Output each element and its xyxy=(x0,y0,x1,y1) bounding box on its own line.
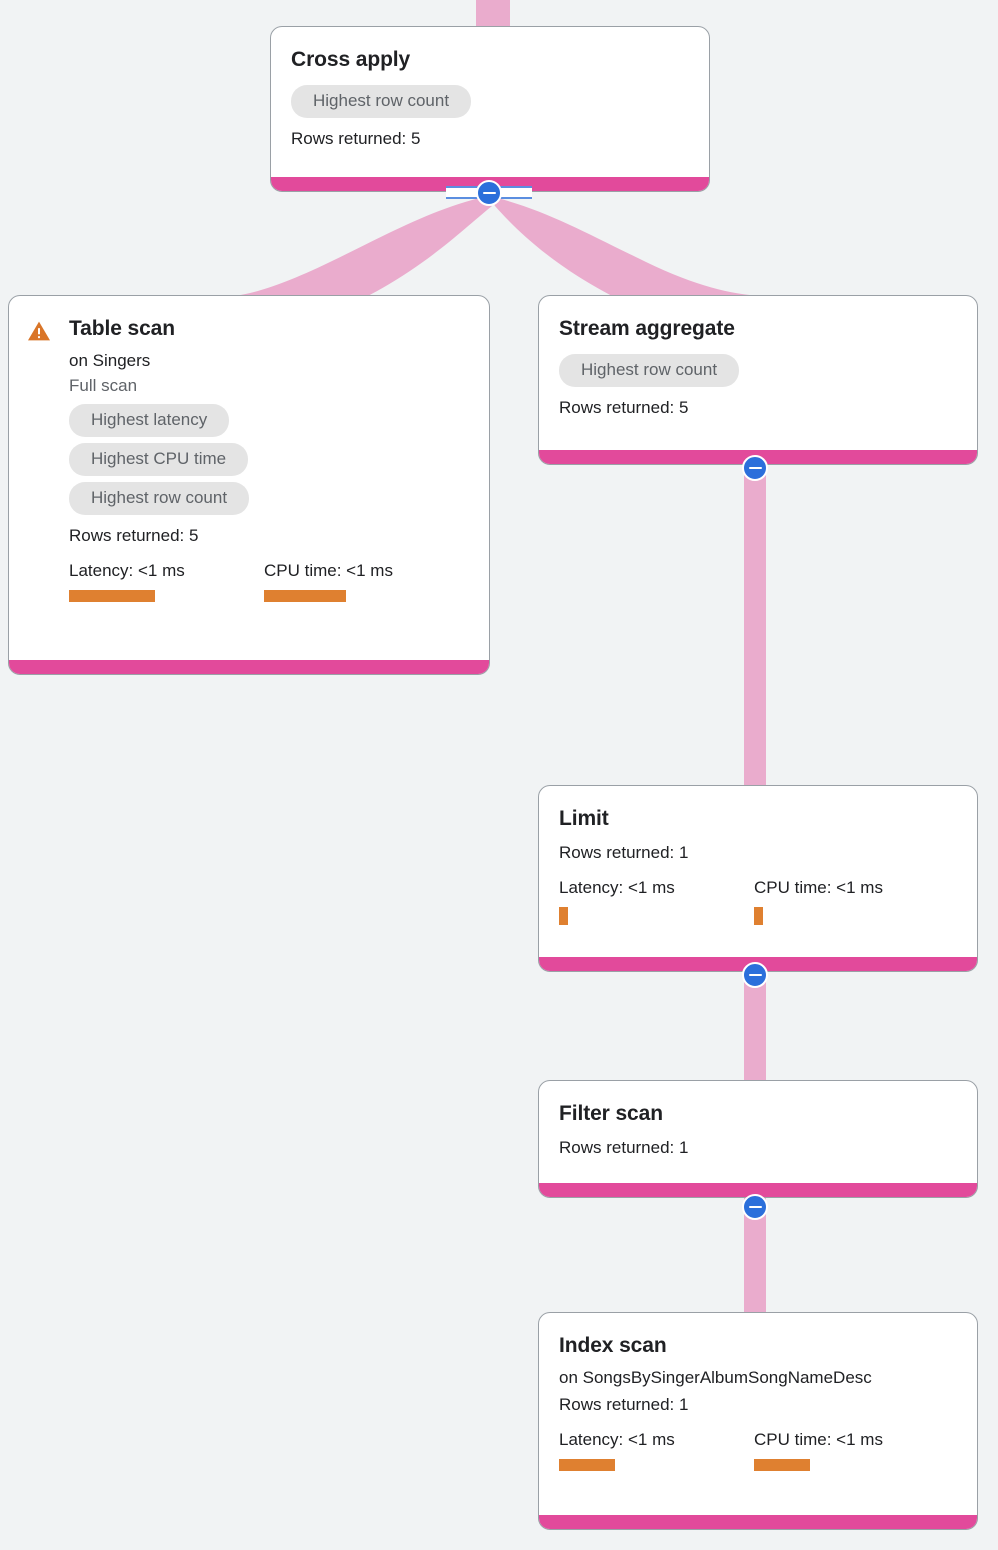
node-title: Filter scan xyxy=(559,1102,663,1125)
metric-cpu-time: CPU time: <1 ms xyxy=(754,877,883,925)
metric-cpu-time-bar xyxy=(754,1459,810,1471)
node-rows-returned: Rows returned: 1 xyxy=(559,1138,689,1157)
node-filter-scan[interactable]: Filter scan Rows returned: 1 xyxy=(538,1080,978,1198)
node-stream-aggregate[interactable]: Stream aggregate Highest row count Rows … xyxy=(538,295,978,465)
node-metrics: Latency: <1 ms CPU time: <1 ms xyxy=(69,560,469,602)
metric-cpu-time: CPU time: <1 ms xyxy=(264,560,393,602)
node-metrics: Latency: <1 ms CPU time: <1 ms xyxy=(559,877,883,925)
node-rows-returned: Rows returned: 1 xyxy=(559,1395,689,1414)
chip-highest-row-count: Highest row count xyxy=(559,354,740,387)
node-index-scan-body: Index scan on SongsBySingerAlbumSongName… xyxy=(539,1313,977,1515)
metric-cpu-time: CPU time: <1 ms xyxy=(754,1429,883,1471)
node-rows-returned: Rows returned: 1 xyxy=(559,843,689,862)
metric-latency: Latency: <1 ms xyxy=(559,877,754,925)
node-table-scan-content: Table scan on Singers Full scan Highest … xyxy=(69,316,469,602)
node-stream-aggregate-content: Stream aggregate Highest row count Rows … xyxy=(559,316,740,440)
node-title: Limit xyxy=(559,807,609,830)
node-index-scan-content: Index scan on SongsBySingerAlbumSongName… xyxy=(559,1333,883,1505)
metric-cpu-time-label: CPU time: <1 ms xyxy=(754,1430,883,1449)
node-filter-scan-content: Filter scan Rows returned: 1 xyxy=(559,1101,688,1173)
node-title: Cross apply xyxy=(291,48,411,71)
warning-triangle-icon xyxy=(28,321,50,341)
node-metrics: Latency: <1 ms CPU time: <1 ms xyxy=(559,1429,883,1471)
node-subtitle: on SongsBySingerAlbumSongNameDesc xyxy=(559,1368,872,1387)
node-table-scan-body: Table scan on Singers Full scan Highest … xyxy=(9,296,489,660)
warning-icon-wrap xyxy=(27,316,69,342)
node-stream-aggregate-body: Stream aggregate Highest row count Rows … xyxy=(539,296,977,450)
metric-latency-bar xyxy=(559,907,568,925)
node-cross-apply[interactable]: Cross apply Highest row count Rows retur… xyxy=(270,26,710,192)
node-title: Stream aggregate xyxy=(559,317,735,340)
collapse-toggle-filter-scan[interactable] xyxy=(742,1194,768,1220)
node-footer-bar xyxy=(539,1515,977,1529)
collapse-toggle-limit[interactable] xyxy=(742,962,768,988)
metric-cpu-time-bar xyxy=(754,907,763,925)
chip-highest-row-count: Highest row count xyxy=(69,482,250,515)
node-title: Table scan xyxy=(69,317,175,340)
node-subtitle: on Singers xyxy=(69,351,151,370)
metric-cpu-time-label: CPU time: <1 ms xyxy=(264,561,393,580)
node-rows-returned: Rows returned: 5 xyxy=(559,398,689,417)
node-index-scan[interactable]: Index scan on SongsBySingerAlbumSongName… xyxy=(538,1312,978,1530)
node-footer-bar xyxy=(539,1183,977,1197)
node-filter-scan-body: Filter scan Rows returned: 1 xyxy=(539,1081,977,1183)
chip-highest-row-count: Highest row count xyxy=(291,85,472,118)
node-limit[interactable]: Limit Rows returned: 1 Latency: <1 ms CP… xyxy=(538,785,978,972)
metric-latency: Latency: <1 ms xyxy=(69,560,264,602)
metric-cpu-time-label: CPU time: <1 ms xyxy=(754,878,883,897)
node-scan-type: Full scan xyxy=(69,376,138,395)
metric-latency-label: Latency: <1 ms xyxy=(559,1430,675,1449)
node-rows-returned: Rows returned: 5 xyxy=(291,129,421,148)
edge-stream-aggregate-to-limit xyxy=(744,460,766,790)
chip-highest-cpu-time: Highest CPU time xyxy=(69,443,249,476)
metric-latency-label: Latency: <1 ms xyxy=(69,561,185,580)
node-footer-bar xyxy=(9,660,489,674)
node-chip-list: Highest row count xyxy=(291,85,472,118)
node-limit-content: Limit Rows returned: 1 Latency: <1 ms CP… xyxy=(559,806,883,947)
node-cross-apply-content: Cross apply Highest row count Rows retur… xyxy=(291,47,472,167)
node-cross-apply-body: Cross apply Highest row count Rows retur… xyxy=(271,27,709,177)
metric-latency-bar xyxy=(559,1459,615,1471)
metric-latency: Latency: <1 ms xyxy=(559,1429,754,1471)
collapse-toggle-stream-aggregate[interactable] xyxy=(742,455,768,481)
node-limit-body: Limit Rows returned: 1 Latency: <1 ms CP… xyxy=(539,786,977,957)
metric-latency-label: Latency: <1 ms xyxy=(559,878,675,897)
node-rows-returned: Rows returned: 5 xyxy=(69,526,199,545)
node-chip-list: Highest row count xyxy=(559,354,740,387)
node-table-scan[interactable]: Table scan on Singers Full scan Highest … xyxy=(8,295,490,675)
chip-highest-latency: Highest latency xyxy=(69,404,230,437)
metric-latency-bar xyxy=(69,590,155,602)
collapse-toggle-cross-apply[interactable] xyxy=(476,180,502,206)
node-title: Index scan xyxy=(559,1334,667,1357)
metric-cpu-time-bar xyxy=(264,590,346,602)
node-chip-list: Highest latency Highest CPU time Highest… xyxy=(69,404,250,515)
